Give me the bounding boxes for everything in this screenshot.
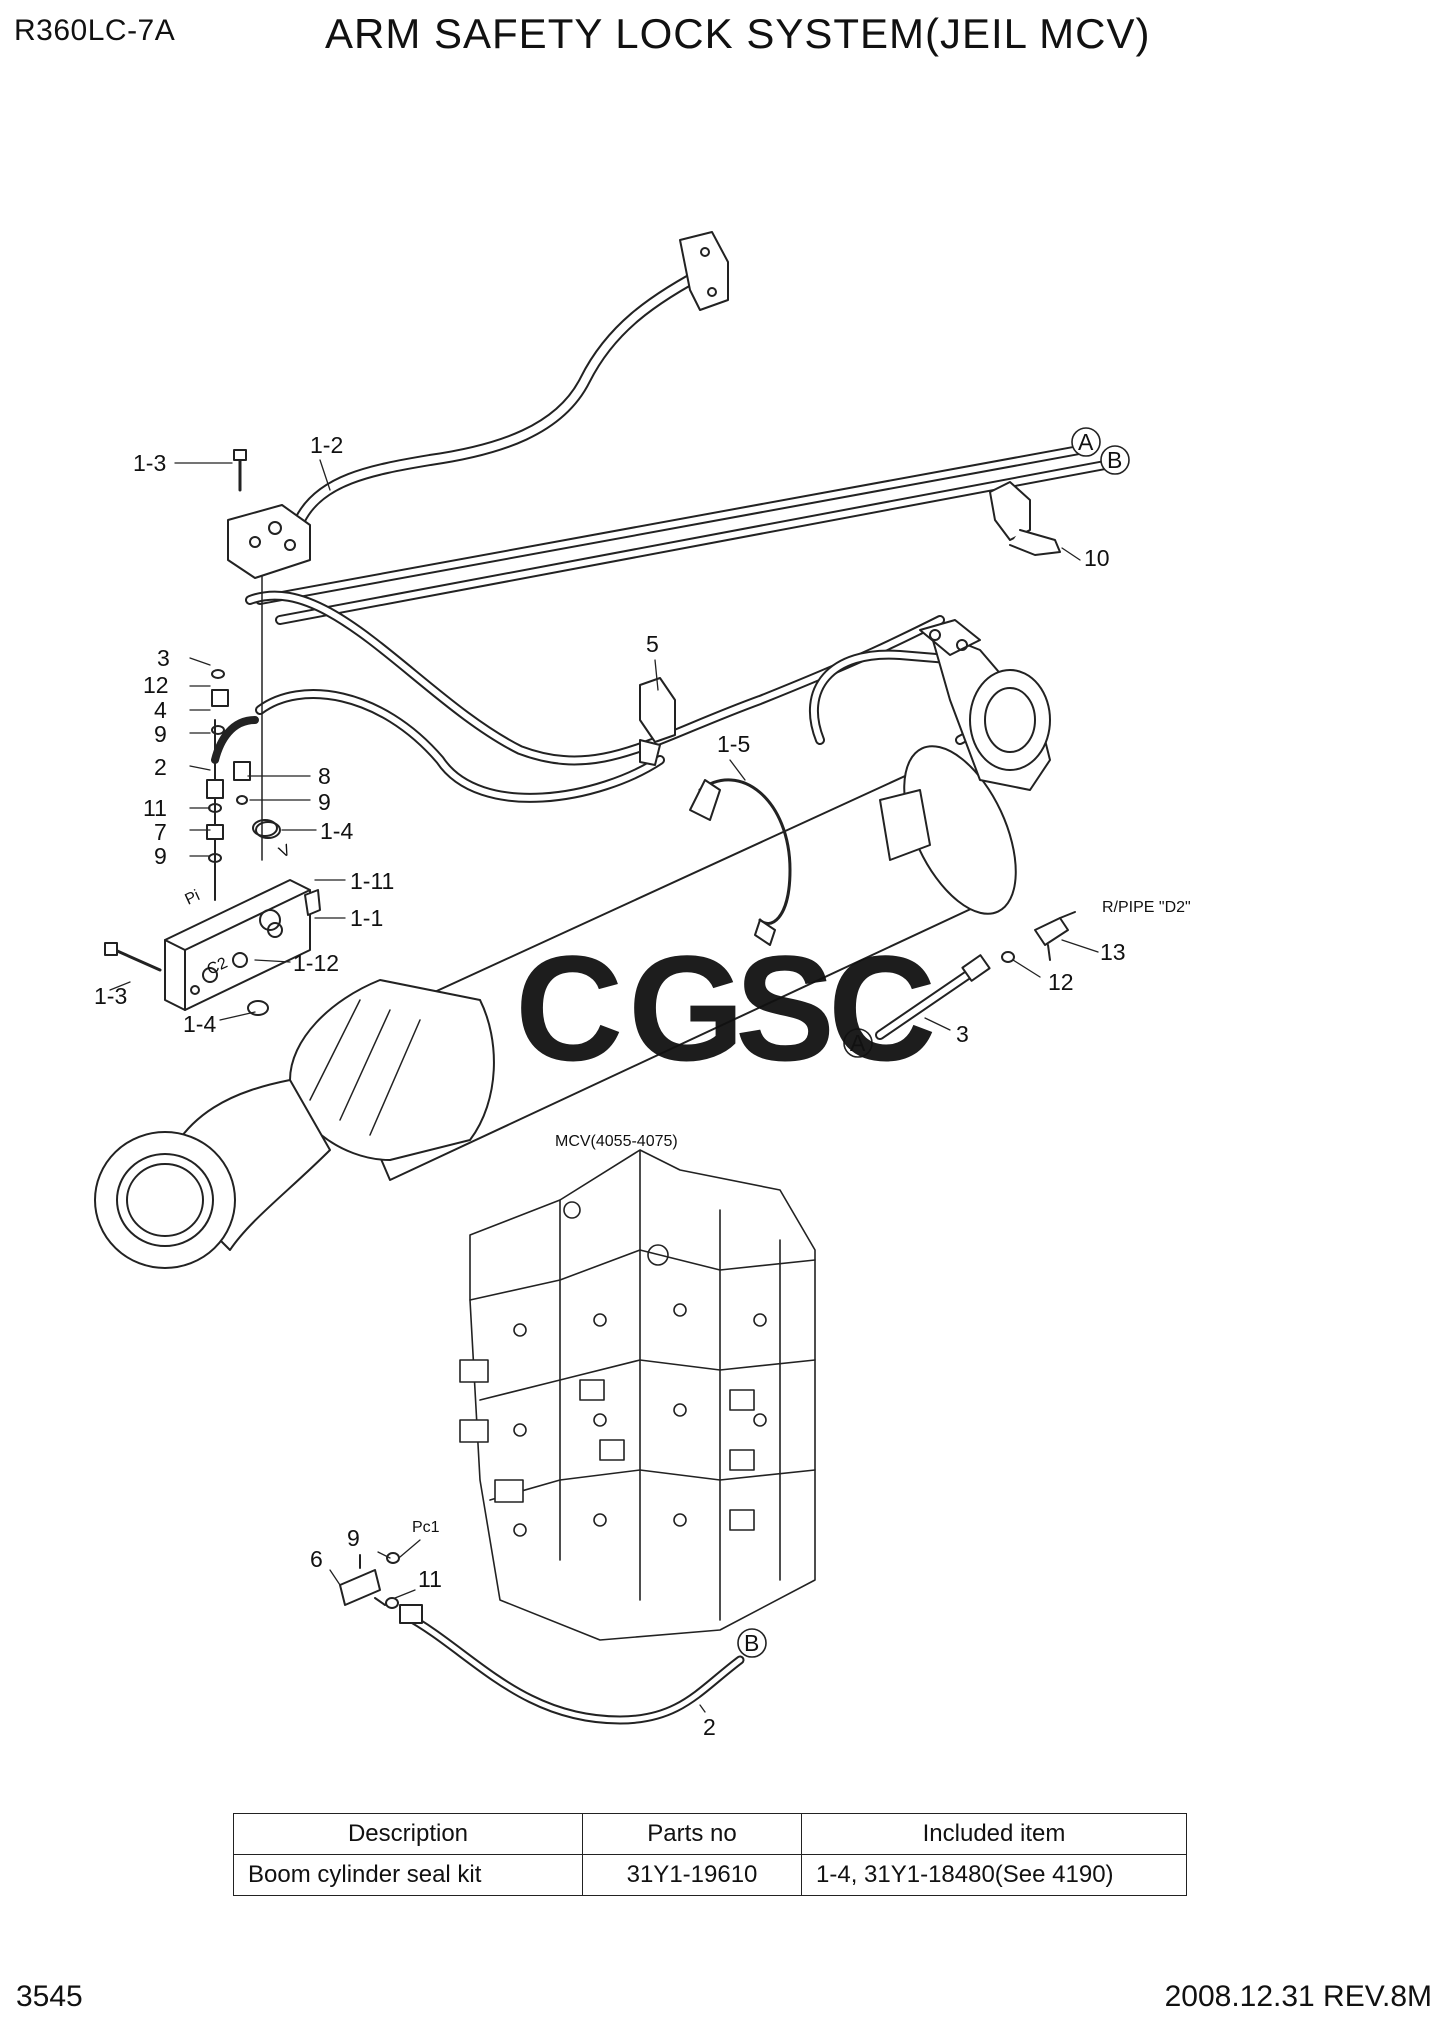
leader-lines — [109, 459, 1099, 1713]
callout-9: 9 — [318, 789, 331, 815]
callout-1-5: 1-5 — [717, 731, 750, 757]
callout-1-3: 1-3 — [133, 450, 166, 476]
watermark-letter: C — [515, 924, 623, 1092]
cell-parts-no: 31Y1-19610 — [582, 1854, 802, 1896]
callout-1-4: 1-4 — [320, 818, 353, 844]
revision-date: 2008.12.31 REV.8M — [1164, 1980, 1432, 2013]
callout-12: 12 — [1048, 969, 1074, 995]
table-header-row: Description Parts no Included item — [233, 1813, 1187, 1855]
callout-12: 12 — [143, 672, 169, 698]
callout-7: 7 — [154, 819, 167, 845]
page-title: ARM SAFETY LOCK SYSTEM(JEIL MCV) — [325, 10, 1151, 57]
callout-2: 2 — [154, 754, 167, 780]
mcv-assembly — [459, 1149, 816, 1641]
callout-9: 9 — [347, 1525, 360, 1551]
callout-1-12: 1-12 — [293, 950, 339, 976]
callout-1-4: 1-4 — [183, 1011, 216, 1037]
cell-description: Boom cylinder seal kit — [233, 1854, 583, 1896]
note-mcv: MCV(4055-4075) — [555, 1133, 678, 1150]
port-v: V — [277, 842, 294, 862]
seal-kit-table: Description Parts no Included item Boom … — [233, 1813, 1187, 1896]
callout-1-3: 1-3 — [94, 983, 127, 1009]
clamp-5 — [639, 677, 676, 766]
clamp-10 — [989, 481, 1061, 556]
column-header-description: Description — [233, 1813, 583, 1855]
reference-circles — [737, 427, 1130, 1658]
long-pipes-a-b — [255, 443, 1110, 625]
callout-6: 6 — [310, 1546, 323, 1572]
callout-10: 10 — [1084, 545, 1110, 571]
callout-11: 11 — [418, 1566, 442, 1592]
boom-cylinder — [94, 619, 1051, 1269]
pipe-1-2 — [294, 262, 718, 526]
mcv-fittings — [339, 911, 1076, 1725]
page-number: 3545 — [16, 1980, 83, 2013]
note-pc1: Pc1 — [412, 1519, 440, 1536]
top-flange — [679, 231, 729, 311]
callout-9: 9 — [154, 721, 167, 747]
column-header-included-item: Included item — [801, 1813, 1187, 1855]
column-header-parts-no: Parts no — [582, 1813, 802, 1855]
callout-1-11: 1-11 — [350, 868, 394, 894]
watermark-letter: C — [828, 924, 936, 1092]
watermark-letter: S — [735, 924, 835, 1092]
model-number: R360LC-7A — [14, 14, 176, 47]
ref-b-bottom: B — [744, 1630, 759, 1656]
callout-3: 3 — [157, 645, 170, 671]
watermark-letter: G — [628, 924, 745, 1092]
callout-3: 3 — [956, 1021, 969, 1047]
watermark-logo: C G S C — [515, 924, 936, 1092]
callout-13: 13 — [1100, 939, 1126, 965]
callout-1-1: 1-1 — [350, 905, 383, 931]
cell-included-item: 1-4, 31Y1-18480(See 4190) — [801, 1854, 1187, 1896]
callouts: 1-3 1-2 A B 10 3 12 4 9 2 8 9 11 1-4 7 9… — [94, 429, 1191, 1740]
callout-1-2: 1-2 — [310, 432, 343, 458]
callout-11: 11 — [143, 795, 167, 821]
port-pi: Pi — [183, 887, 203, 908]
safety-valve-1-1 — [104, 449, 321, 1016]
ref-b-top: B — [1107, 447, 1122, 473]
callout-5: 5 — [646, 631, 659, 657]
ref-a-top: A — [1078, 429, 1094, 455]
note-rpipe: R/PIPE "D2" — [1102, 899, 1191, 916]
callout-4: 4 — [154, 697, 167, 723]
ref-a-mid: A — [850, 1030, 866, 1056]
callout-8: 8 — [318, 763, 331, 789]
table-row: Boom cylinder seal kit 31Y1-19610 1-4, 3… — [233, 1854, 1187, 1896]
callout-9: 9 — [154, 843, 167, 869]
callout-2: 2 — [703, 1714, 716, 1740]
